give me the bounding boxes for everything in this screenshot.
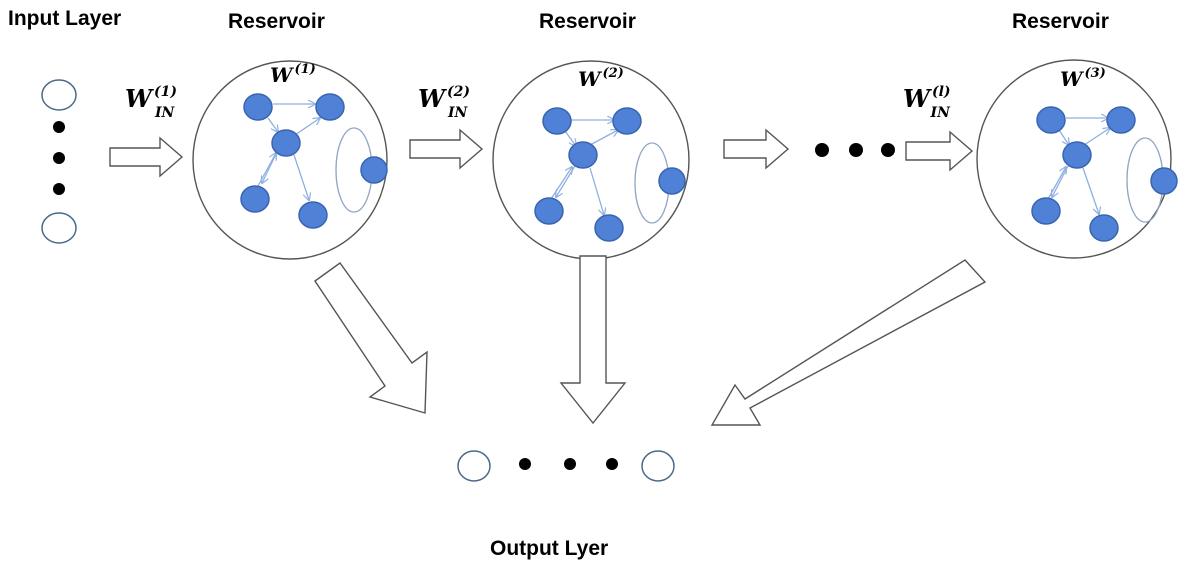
reservoir-node bbox=[534, 197, 564, 225]
input-layer-title: Input Layer bbox=[8, 7, 121, 30]
reservoir-node bbox=[271, 129, 301, 157]
arrow-reservoir-1-to-2 bbox=[409, 128, 484, 170]
input-neuron-top bbox=[41, 79, 77, 111]
reservoir-3-weight-label: W(3) bbox=[1060, 66, 1106, 91]
reservoir-2-weight-label: W(2) bbox=[578, 66, 624, 91]
ellipsis-dot bbox=[564, 458, 576, 470]
reservoir-node bbox=[542, 107, 572, 135]
arrow-reservoir-2-to-output bbox=[559, 255, 627, 425]
arrow-ellipsis-to-reservoir-3 bbox=[905, 130, 974, 172]
input-weight-2-label: W(2)IN bbox=[418, 84, 470, 121]
ellipsis-dot bbox=[519, 458, 531, 470]
reservoir-node bbox=[568, 141, 598, 169]
reservoir-node bbox=[240, 185, 270, 213]
reservoir-1-title: Reservoir bbox=[228, 10, 325, 33]
output-layer-title: Output Lyer bbox=[490, 537, 608, 560]
arrow-input-to-reservoir-1 bbox=[109, 136, 184, 178]
reservoir-node bbox=[594, 214, 624, 242]
reservoir-node bbox=[360, 156, 388, 184]
reservoir-ellipsis bbox=[815, 143, 895, 157]
ellipsis-dot bbox=[849, 143, 863, 157]
reservoir-node bbox=[1036, 106, 1066, 134]
input-neuron-bottom bbox=[41, 212, 77, 244]
ellipsis-dot bbox=[53, 121, 65, 133]
input-layer bbox=[41, 79, 77, 244]
reservoir-1-weight-label: W(1) bbox=[270, 62, 316, 87]
reservoir-node bbox=[1106, 106, 1136, 134]
reservoir-3: W(3) bbox=[976, 59, 1178, 259]
reservoir-node bbox=[298, 201, 328, 229]
arrow-reservoir-3-to-output bbox=[710, 259, 987, 426]
output-neuron-right bbox=[641, 450, 675, 482]
reservoir-node bbox=[1031, 197, 1061, 225]
ellipsis-dot bbox=[815, 143, 829, 157]
output-layer bbox=[457, 450, 675, 482]
ellipsis-dot bbox=[606, 458, 618, 470]
reservoir-node bbox=[1062, 141, 1092, 169]
input-weight-1-label: W(1)IN bbox=[125, 84, 177, 121]
reservoir-2-title: Reservoir bbox=[539, 10, 636, 33]
arrow-reservoir-2-to-ellipsis bbox=[723, 128, 790, 170]
input-weight-3-label: W(l)IN bbox=[903, 84, 951, 121]
reservoir-node bbox=[658, 167, 686, 195]
ellipsis-dot bbox=[53, 183, 65, 195]
reservoir-2: W(2) bbox=[492, 60, 690, 260]
reservoir-node bbox=[612, 107, 642, 135]
reservoir-3-title: Reservoir bbox=[1012, 10, 1109, 33]
ellipsis-dot bbox=[53, 152, 65, 164]
output-neuron-left bbox=[457, 450, 491, 482]
reservoir-boundary bbox=[192, 60, 388, 260]
ellipsis-dot bbox=[881, 143, 895, 157]
reservoir-node bbox=[243, 93, 273, 121]
reservoir-node bbox=[315, 93, 345, 121]
reservoir-node bbox=[1089, 214, 1119, 242]
arrow-reservoir-1-to-output bbox=[314, 262, 428, 414]
reservoir-1: W(1) bbox=[192, 60, 388, 260]
reservoir-node bbox=[1150, 167, 1178, 195]
